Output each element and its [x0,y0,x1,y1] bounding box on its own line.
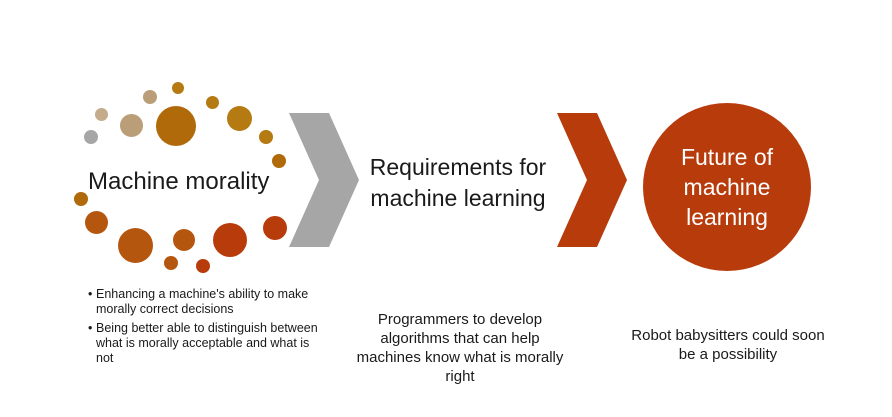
decor-dot [164,256,178,270]
stage1-bullet-list: Enhancing a machine's ability to make mo… [88,287,318,370]
decor-dot [143,90,157,104]
decor-dot [156,106,196,146]
decor-dot [196,259,210,273]
red-chevron-arrow [557,113,627,247]
decor-dot [95,108,108,121]
bullet-item: Being better able to distinguish between… [88,321,318,366]
decor-dot [206,96,219,109]
decor-dot [84,130,98,144]
stage1-title: Machine morality [88,168,270,195]
bullet-item: Enhancing a machine's ability to make mo… [88,287,318,317]
stage2-description: Programmers to develop algorithms that c… [356,311,564,385]
stage3-description: Robot babysitters could soon be a possib… [631,327,825,363]
stage3-title: Future of machine learning [680,144,774,230]
decor-dot [120,114,143,137]
gray-chevron-arrow [289,113,359,247]
decor-dot [213,223,247,257]
stage2-title: Requirements for machine learning [369,154,547,211]
decor-dot [227,106,252,131]
decor-dot [85,211,108,234]
decor-dot [118,228,153,263]
decor-dot [263,216,287,240]
decor-dot [259,130,273,144]
decor-dot [272,154,286,168]
decor-dot [74,192,88,206]
decor-dot [173,229,195,251]
decor-dot [172,82,184,94]
future-circle: Future of machine learning [643,103,811,271]
